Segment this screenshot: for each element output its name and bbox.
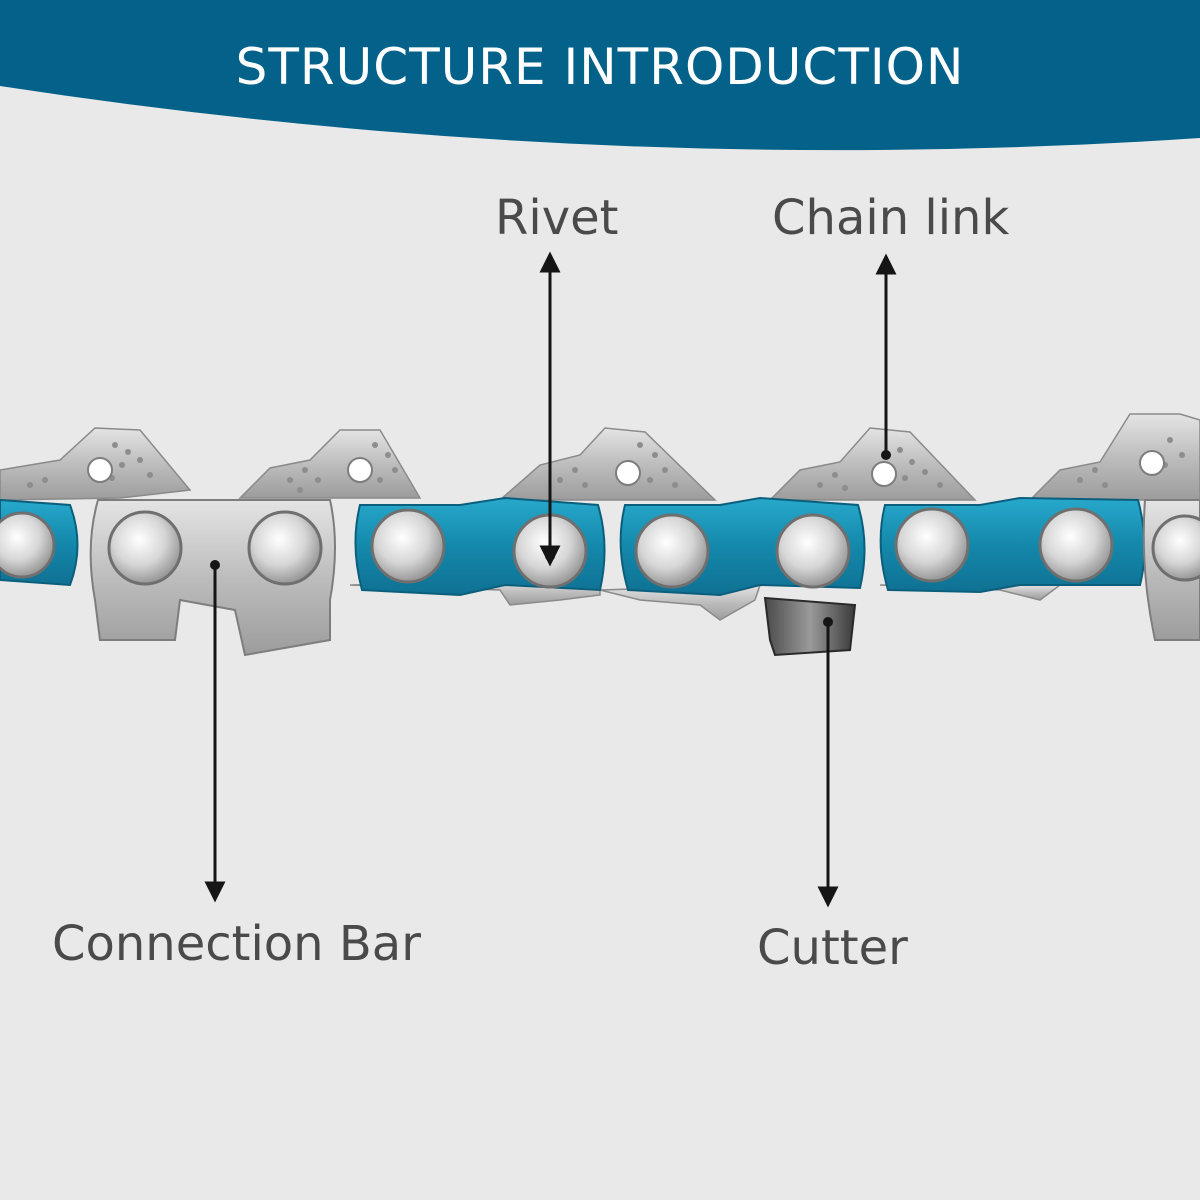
rivet-arrow-dot [545, 551, 555, 561]
page-title: STRUCTURE INTRODUCTION [235, 38, 965, 96]
label-connection-bar: Connection Bar [52, 916, 421, 972]
cutter-arrow-dot [823, 617, 833, 627]
label-cutter: Cutter [757, 920, 908, 976]
callout-arrows [204, 251, 897, 908]
connection-bar-arrow-dot [210, 560, 220, 570]
cutter-piece [763, 596, 857, 657]
label-rivet: Rivet [495, 190, 619, 246]
rivets [0, 507, 1200, 589]
chain-link-arrow-dot [881, 450, 891, 460]
tooth-dimples [27, 437, 1185, 493]
header-banner [0, 0, 1200, 151]
chain-teeth [0, 413, 1200, 501]
tooth-holes [87, 450, 1165, 487]
label-chain-link: Chain link [772, 190, 1010, 246]
